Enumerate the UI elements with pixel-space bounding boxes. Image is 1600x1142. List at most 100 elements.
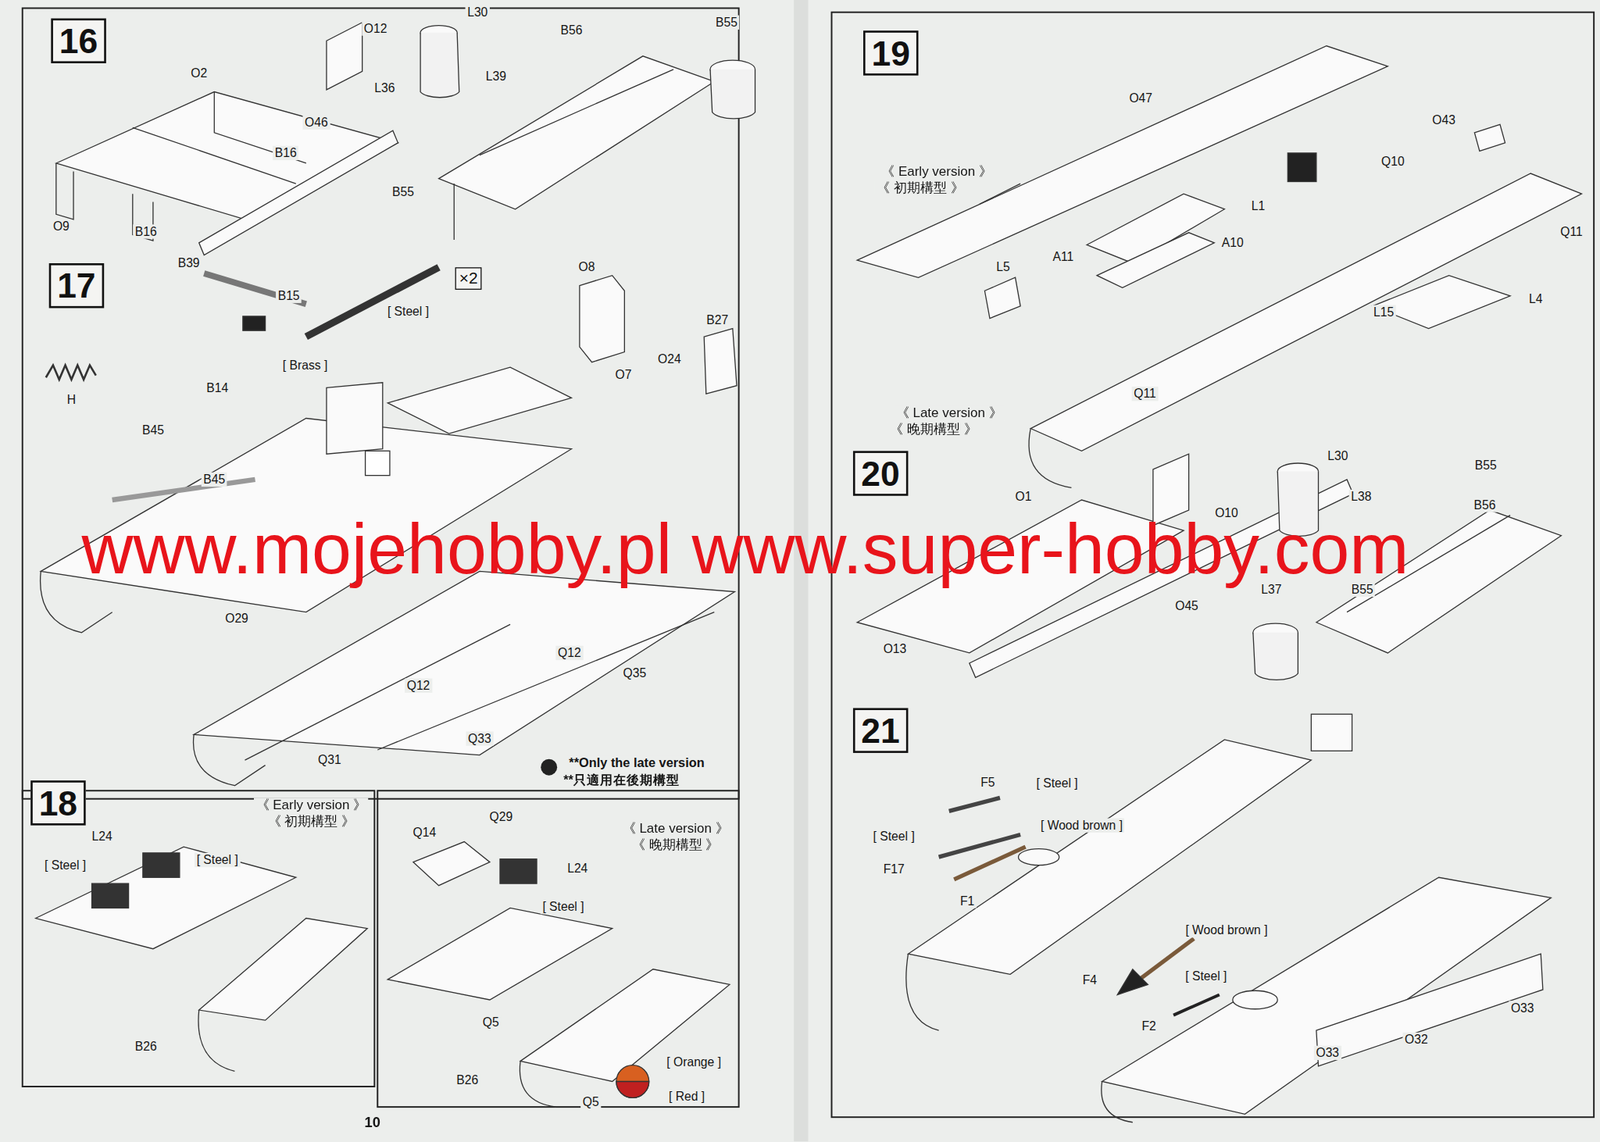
step18-parts-shape [142,853,180,878]
page-frames-shape [22,790,375,1087]
part-label: B14 [204,380,231,395]
part-label: [ Steel ] [42,857,88,872]
part-label: [ Steel ] [871,829,917,844]
step17-parts-shape [242,316,266,331]
step20-parts-shape [1253,632,1298,680]
part-label: Q12 [404,678,433,693]
part-label: Q29 [487,810,515,825]
part-label: O8 [576,260,597,275]
step-number: ×2 [459,269,479,287]
step21-parts [906,714,1551,1122]
part-label: O9 [50,219,72,234]
note-text: 《 初期構型 》 [875,180,967,195]
step17-parts-shape [46,365,97,380]
step18-parts-shape [500,859,537,884]
part-label: [ Wood brown ] [1183,923,1270,938]
step21-parts-shape [953,846,1025,880]
part-label: L39 [483,69,508,84]
step21-parts-shape [1018,849,1060,866]
part-label: O46 [302,115,330,130]
part-label: H [64,392,79,408]
step19-parts-shape [979,183,1021,204]
part-label: Q14 [410,825,439,840]
step18-parts-shape [616,1065,650,1099]
step21-parts-shape [907,739,1311,975]
page-frames-shape [377,790,739,1108]
part-label: B55 [1472,457,1499,472]
step-number-box: 17 [49,263,104,308]
step17-parts-shape [326,382,383,454]
page-frames [22,0,1594,1142]
part-label: Q11 [1132,386,1159,401]
part-label: F4 [1080,973,1100,988]
part-label: L30 [465,5,490,20]
note-text: 《 Early version 》 [879,164,995,179]
step17-parts-shape [703,328,737,395]
step17-parts-shape [193,571,735,755]
part-label: B55 [389,184,416,199]
step21-parts-shape [1101,1081,1133,1122]
step19-parts-shape [857,46,1388,278]
part-label: [ Wood brown ] [1038,818,1125,833]
part-label: O45 [1173,599,1201,614]
step17-parts-shape [112,479,256,500]
part-label: F5 [978,775,998,790]
part-label: O33 [1508,1000,1536,1015]
step19-parts-shape [1287,153,1317,183]
step16-parts-shape [56,92,399,220]
step18-parts [35,842,730,1108]
part-label: Q5 [480,1015,501,1030]
part-label: B16 [272,146,299,161]
part-label: O24 [655,352,683,367]
part-label: Q10 [1378,153,1407,168]
step16-parts-shape [132,127,297,184]
step17-parts-shape [306,267,440,337]
part-label: [ Steel ] [1183,969,1229,984]
part-label: L24 [565,860,590,875]
part-label: B16 [132,224,159,239]
part-label: [ Steel ] [1034,776,1080,791]
part-label: L1 [1249,199,1268,214]
part-label: [ Red ] [666,1089,707,1104]
part-label: O29 [223,610,251,625]
part-label: O47 [1127,90,1155,105]
note-text: 《 Late version 》 [620,821,731,836]
part-label: B56 [558,23,585,38]
step18-parts-shape [199,918,368,1022]
step16-parts-shape [199,130,399,255]
part-label: L5 [994,260,1013,275]
part-label: F1 [957,893,977,908]
step16-parts [56,22,756,256]
part-label: [ Steel ] [194,853,240,868]
step18-parts-shape [387,907,612,1000]
part-label: B39 [175,256,202,271]
step18-parts-shape [198,1010,235,1072]
part-label: L4 [1526,292,1545,307]
part-label: A10 [1219,235,1246,250]
part-label: O43 [1430,113,1458,128]
note-text: 《 晚期構型 》 [629,837,722,852]
step18-parts-shape [520,969,730,1083]
step21-parts-shape [949,797,1000,811]
step17-parts-shape [540,759,558,776]
part-label: B56 [1471,497,1498,512]
step-number: 17 [57,266,96,306]
step-number-box: 18 [30,780,86,825]
step21-parts-shape [1316,953,1543,1067]
part-label: B27 [704,313,731,328]
step16-parts-shape [710,69,755,119]
note-text: 《 初期構型 》 [265,814,358,829]
part-label: L30 [1325,449,1350,464]
step18-parts-shape [92,883,129,908]
part-label: O33 [1314,1046,1342,1061]
step16-parts-shape [326,22,363,90]
step18-parts-shape [519,1060,556,1108]
step16-parts-shape [479,69,674,156]
step-number: 19 [871,33,910,73]
step21-parts-shape [1310,714,1352,751]
step17-parts-shape [387,367,572,434]
step16-parts-shape [439,56,715,210]
part-label: B55 [713,15,740,30]
step16-parts-shape [56,163,74,220]
